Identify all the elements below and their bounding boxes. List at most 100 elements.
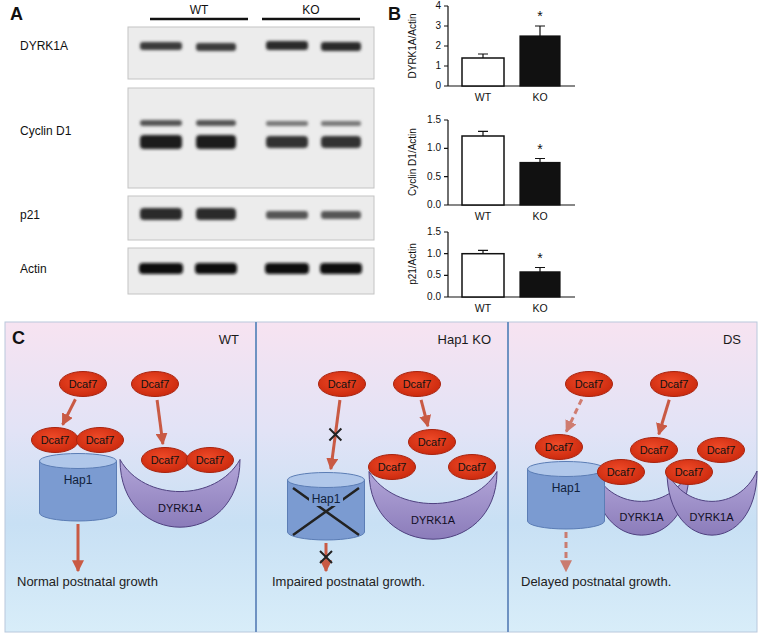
protein-label: Dcaf7: [707, 444, 736, 457]
western-blot: [128, 248, 374, 294]
tick-label: 1: [435, 61, 441, 71]
binding-arrow: [157, 400, 163, 444]
scheme-panel: DSDcaf7Dcaf7Dcaf7Hap1Dcaf7Dcaf7Dcaf7Dcaf…: [509, 322, 757, 632]
ellipse-shape: [698, 438, 745, 463]
protein-label: Dcaf7: [458, 461, 487, 474]
ellipse-shape: [77, 428, 124, 453]
tick-label: 1.0: [427, 249, 441, 259]
dcaf7-ellipse: Dcaf7: [141, 447, 189, 473]
block-cross: [329, 428, 341, 440]
ellipse-shape: [187, 448, 234, 473]
ellipse-shape: [666, 460, 713, 485]
ellipse-shape: [394, 372, 441, 397]
protein-label: Dcaf7: [141, 378, 170, 391]
axis-title: Cyclin D1/Actin: [408, 128, 418, 196]
cylinder-body: [40, 461, 117, 521]
ellipse-shape: [598, 460, 645, 485]
dcaf7-ellipse: Dcaf7: [535, 434, 583, 460]
protein-label: Hap1: [552, 481, 581, 495]
cylinder-body: [288, 480, 365, 540]
western-blot: [128, 27, 374, 294]
outcome-label: Impaired postnatal growth.: [272, 574, 425, 589]
ellipse-shape: [319, 372, 366, 397]
ellipse-shape: [449, 455, 496, 480]
binding-arrow: [659, 400, 669, 435]
outcome-box: Delayed postnatal growth.: [521, 574, 671, 589]
bar-chart: [520, 272, 560, 297]
bar-chart: [444, 6, 575, 86]
bar-chart: [520, 163, 560, 206]
axis-title: p21/Actin: [408, 243, 418, 285]
band-label: p21: [20, 209, 40, 221]
tick-label: 0.0: [427, 292, 441, 302]
dcaf7-ellipse: Dcaf7: [565, 371, 613, 397]
protein-label: Dcaf7: [607, 466, 636, 479]
cylinder-top: [528, 462, 605, 477]
group-label: WT: [475, 92, 491, 103]
western-blot: [321, 121, 361, 126]
group-label: KO: [532, 211, 547, 222]
protein-label: Dcaf7: [86, 434, 115, 447]
dcaf7-ellipse: Dcaf7: [318, 371, 366, 397]
crescent-shape: [120, 460, 240, 528]
scheme-ground: [5, 322, 757, 632]
dcaf7-ellipse: Dcaf7: [131, 371, 179, 397]
tick-label: 1.0: [427, 143, 441, 153]
tick-label: 4: [435, 1, 441, 11]
protein-label: Dcaf7: [151, 454, 180, 467]
western-blot: [321, 211, 361, 219]
tick-label: 1.5: [427, 227, 441, 237]
cylinder-body: [528, 469, 605, 529]
protein-label: DYRK1A: [689, 511, 733, 524]
hap1-cylinder: Hap1: [527, 461, 605, 529]
protein-label: Hap1: [64, 473, 93, 487]
cylinder-top: [288, 473, 365, 488]
significance-mark: *: [537, 9, 542, 23]
bar-chart: [444, 120, 575, 205]
ellipse-shape: [566, 372, 613, 397]
dcaf7-ellipse: Dcaf7: [665, 459, 713, 485]
ellipse-shape: [142, 448, 189, 473]
outcome-label: Normal postnatal growth: [17, 574, 158, 589]
outcome-box: Normal postnatal growth: [17, 574, 158, 589]
dcaf7-ellipse: Dcaf7: [408, 429, 456, 455]
western-blot: [140, 42, 182, 50]
binding-arrow: [566, 399, 581, 431]
protein-label: Dcaf7: [418, 436, 447, 449]
western-blot: [128, 196, 374, 240]
ellipse-shape: [651, 372, 698, 397]
group-label: KO: [532, 92, 547, 103]
scheme-panel: WTDcaf7Dcaf7Dcaf7Dcaf7Dcaf7Dcaf7Hap1DYRK…: [5, 322, 255, 632]
band-label: Actin: [20, 263, 47, 275]
crescent-shape: [667, 471, 757, 535]
western-blot: [196, 208, 236, 220]
binding-arrow: [63, 399, 76, 425]
hap1-cylinder-outline: [287, 472, 365, 540]
protein-label: DYRK1A: [619, 511, 663, 524]
protein-label: Dcaf7: [41, 434, 70, 447]
western-blot: [139, 263, 183, 274]
axis-title: DYRK1A/Actin: [408, 13, 418, 78]
scheme-panel: Hap1 KODcaf7Dcaf7Dcaf7Dcaf7Dcaf7Hap1DYRK…: [257, 322, 507, 632]
protein-label: Dcaf7: [378, 461, 407, 474]
dcaf7-ellipse: Dcaf7: [697, 437, 745, 463]
binding-arrow: [77, 524, 80, 571]
western-blot: [195, 263, 237, 274]
dcaf7-ellipse: Dcaf7: [186, 447, 234, 473]
group-label: KO: [302, 4, 319, 16]
western-blot: [140, 208, 182, 220]
lane-bars: [262, 18, 360, 21]
dcaf7-ellipse: Dcaf7: [393, 371, 441, 397]
dcaf7-ellipse: Dcaf7: [448, 454, 496, 480]
protein-label: Dcaf7: [640, 444, 669, 457]
ellipse-shape: [409, 430, 456, 455]
panel-letter: C: [12, 329, 25, 347]
scheme-ground: [507, 322, 509, 632]
protein-label: Dcaf7: [328, 378, 357, 391]
protein-label: Dcaf7: [660, 378, 689, 391]
western-blot: [320, 263, 362, 274]
western-blot: [128, 88, 374, 188]
tick-label: 0.5: [427, 270, 441, 280]
outcome-box: Impaired postnatal growth.: [272, 574, 425, 589]
